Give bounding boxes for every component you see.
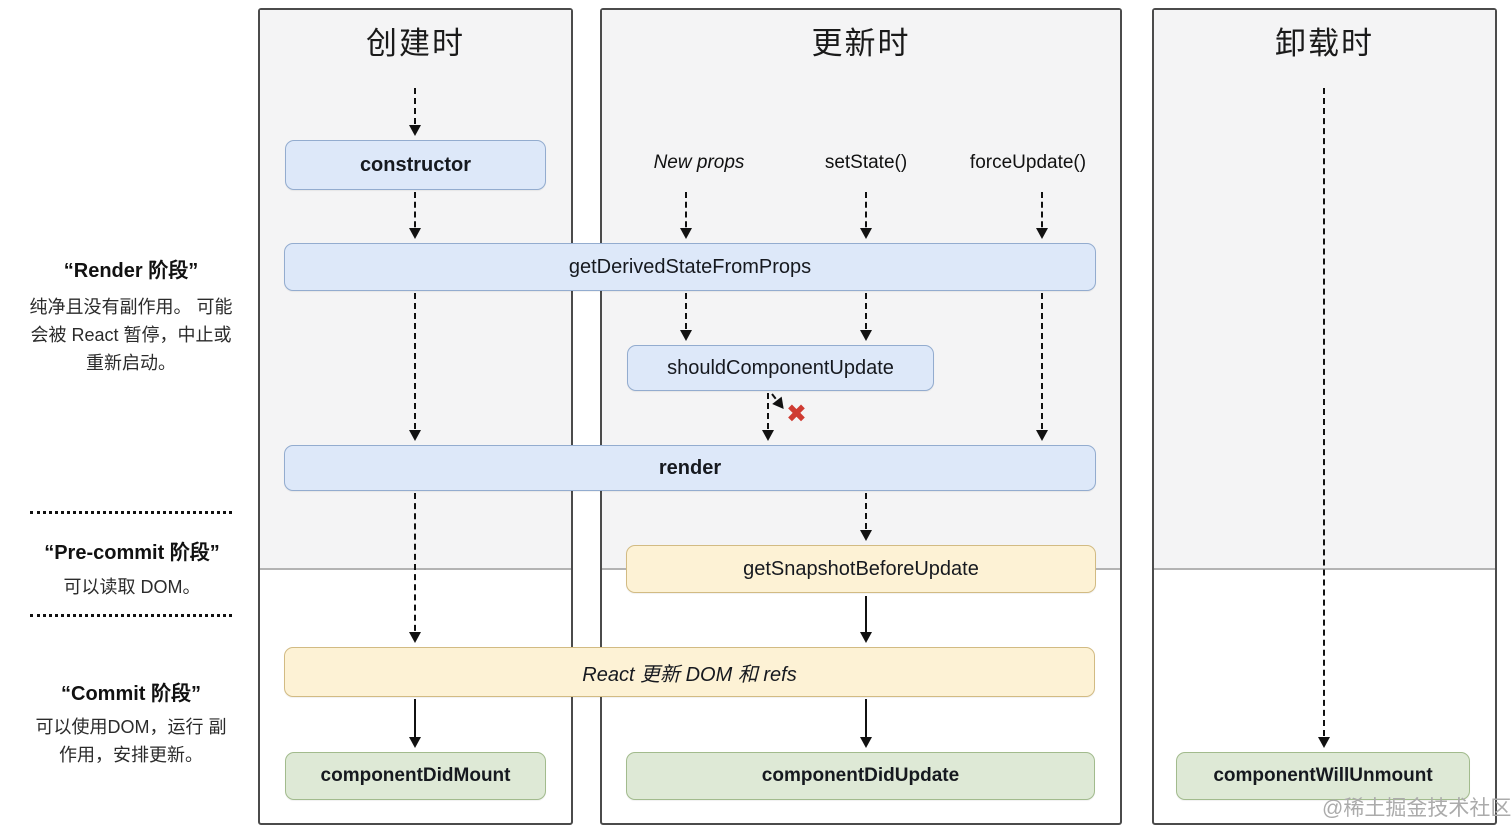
render-box: render: [284, 445, 1096, 491]
pre-commit-phase-description: 可以读取 DOM。: [63, 577, 201, 597]
constructor-box: constructor: [285, 140, 546, 190]
render-phase-title: “Render 阶段”: [63, 260, 199, 282]
arrow-constructor-to-gdsfp: [409, 192, 421, 239]
commit-phase-description: 可以使用DOM，运行 副作用，安排更新。: [35, 717, 227, 765]
arrow-scu-to-render: [762, 393, 774, 441]
arrow-force-update-to-gdsfp: [1036, 192, 1048, 239]
arrow-gsbu-to-dom-update: [860, 596, 872, 643]
should-component-update-box: shouldComponentUpdate: [627, 345, 934, 391]
arrow-dom-update-to-did-mount: [409, 699, 421, 748]
updating-column-panel: [600, 8, 1122, 825]
updating-column-title: 更新时: [811, 26, 911, 61]
unmounting-column-title: 卸载时: [1275, 26, 1374, 61]
arrow-gdsfp-to-scu-right: [860, 293, 872, 341]
get-snapshot-before-update-box: getSnapshotBeforeUpdate: [626, 545, 1096, 593]
trigger-set-state-label: setState(): [824, 152, 908, 173]
arrow-render-to-gsbu: [860, 493, 872, 541]
commit-phase-title: “Commit 阶段”: [61, 683, 201, 705]
react-updates-dom-box: React 更新 DOM 和 refs: [284, 647, 1095, 697]
component-will-unmount-box: componentWillUnmount: [1176, 752, 1470, 800]
phase-separator-bottom: [30, 614, 232, 617]
get-derived-state-from-props-box: getDerivedStateFromProps: [284, 243, 1096, 291]
arrow-gdsfp-to-scu-left: [680, 293, 692, 341]
arrow-mount-title-to-constructor: [409, 88, 421, 136]
arrow-dom-update-to-did-update: [860, 699, 872, 748]
mounting-column-title: 创建时: [366, 26, 465, 61]
phase-separator-top: [30, 511, 232, 514]
arrow-render-to-dom-update-mount: [409, 493, 421, 643]
trigger-force-update-label: forceUpdate(): [969, 152, 1087, 173]
arrow-set-state-to-gdsfp: [860, 192, 872, 239]
arrow-force-update-bypass-to-render: [1036, 293, 1048, 441]
pre-commit-phase-title: “Pre-commit 阶段”: [44, 542, 220, 564]
render-phase-description: 纯净且没有副作用。 可能会被 React 暂停，中止或重新启动。: [29, 297, 233, 373]
arrow-gdsfp-to-render-mount: [409, 293, 421, 441]
arrow-new-props-to-gdsfp: [680, 192, 692, 239]
trigger-new-props-label: New props: [653, 152, 745, 173]
component-did-update-box: componentDidUpdate: [626, 752, 1095, 800]
cancel-update-icon: ✖: [786, 400, 807, 428]
component-did-mount-box: componentDidMount: [285, 752, 546, 800]
arrow-unmount-title-to-will-unmount: [1318, 88, 1330, 748]
watermark: @稀土掘金技术社区: [1322, 797, 1512, 820]
